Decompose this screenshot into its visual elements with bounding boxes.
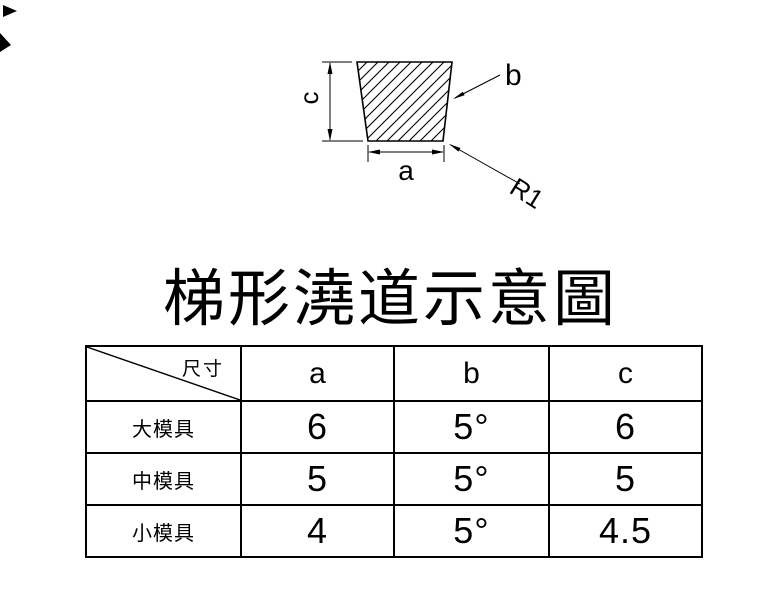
- cell-value: 5: [240, 452, 395, 506]
- cell-value: 4: [240, 504, 395, 558]
- cell-value: 6: [240, 400, 395, 454]
- cell-value: 6: [548, 400, 703, 454]
- corner-diagonal-line: [87, 347, 240, 400]
- leader-r1: [449, 144, 521, 185]
- plot-mark-icon: [3, 5, 17, 17]
- column-header-c: c: [548, 345, 703, 402]
- plot-mark-icon: [0, 33, 11, 52]
- table-row: 小模具 4 5° 4.5: [85, 504, 703, 558]
- dimension-table: 尺寸 a b c 大模具 6 5° 6 中模具 5 5° 5 小模具 4: [85, 345, 703, 558]
- cell-value: 4.5: [548, 504, 703, 558]
- dim-label-r1: R1: [505, 172, 549, 215]
- column-header-a: a: [240, 345, 395, 402]
- drawing-title: 梯形澆道示意圖: [162, 265, 618, 334]
- corner-label: 尺寸: [181, 359, 224, 380]
- row-label: 中模具: [85, 452, 242, 506]
- leader-b: [453, 74, 501, 99]
- column-header-b: b: [393, 345, 550, 402]
- cell-value: 5°: [393, 452, 550, 506]
- dimension-a: [367, 145, 445, 162]
- cell-value: 5°: [393, 400, 550, 454]
- dimension-table-wrap: 尺寸 a b c 大模具 6 5° 6 中模具 5 5° 5 小模具 4: [85, 345, 703, 558]
- row-label: 大模具: [85, 400, 242, 454]
- table-corner-cell: 尺寸: [85, 345, 242, 402]
- dimension-c: [322, 61, 363, 142]
- dim-label-b: b: [505, 59, 522, 92]
- trapezoid-runner-section: [356, 61, 453, 142]
- dim-label-c: c: [294, 92, 324, 105]
- table-row: 大模具 6 5° 6: [85, 400, 703, 454]
- dim-label-a: a: [398, 155, 414, 186]
- table-row: 中模具 5 5° 5: [85, 452, 703, 506]
- runner-diagram: c a b R1: [0, 5, 549, 215]
- row-label: 小模具: [85, 504, 242, 558]
- cell-value: 5: [548, 452, 703, 506]
- cell-value: 5°: [393, 504, 550, 558]
